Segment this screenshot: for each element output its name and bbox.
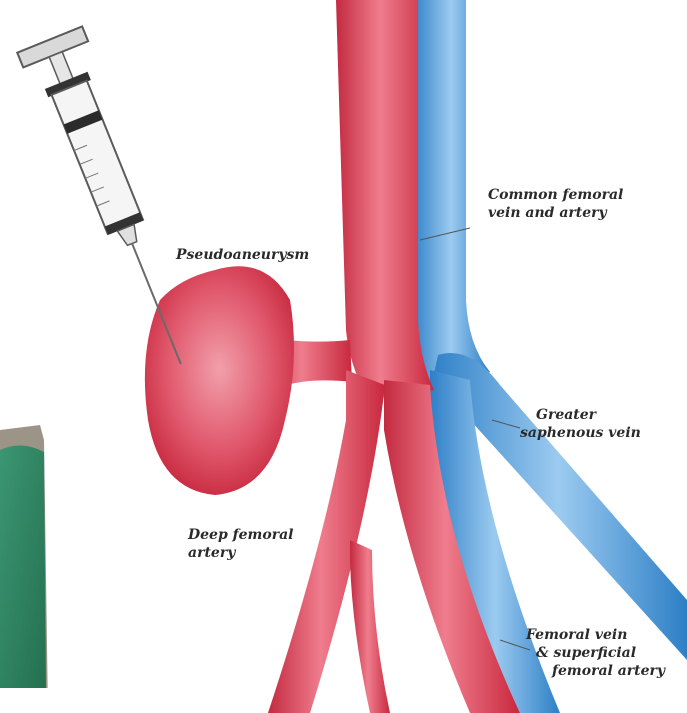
label-deep-femoral-line2: artery xyxy=(188,544,293,562)
label-common-femoral: Common femoral vein and artery xyxy=(488,186,623,222)
label-greater-saphenous: Greater saphenous vein xyxy=(520,406,641,442)
deep-femoral-branch xyxy=(350,540,390,713)
label-femoral-vein: Femoral vein & superficial femoral arter… xyxy=(526,626,665,680)
label-pseudoaneurysm-text: Pseudoaneurysm xyxy=(176,246,309,264)
label-pseudoaneurysm: Pseudoaneurysm xyxy=(176,246,309,264)
photo-fragment xyxy=(0,425,50,713)
label-femoral-vein-line3: femoral artery xyxy=(526,662,665,680)
label-femoral-vein-line1: Femoral vein xyxy=(526,626,665,644)
label-greater-saphenous-line2: saphenous vein xyxy=(520,424,641,442)
label-deep-femoral: Deep femoral artery xyxy=(188,526,293,562)
pseudoaneurysm-sac xyxy=(145,266,294,495)
label-common-femoral-line1: Common femoral xyxy=(488,186,623,204)
common-femoral-vein xyxy=(412,0,490,390)
label-deep-femoral-line1: Deep femoral xyxy=(188,526,293,544)
syringe-barrel xyxy=(52,81,143,234)
label-common-femoral-line2: vein and artery xyxy=(488,204,623,222)
label-femoral-vein-line2: & superficial xyxy=(526,644,665,662)
label-greater-saphenous-line1: Greater xyxy=(520,406,641,424)
